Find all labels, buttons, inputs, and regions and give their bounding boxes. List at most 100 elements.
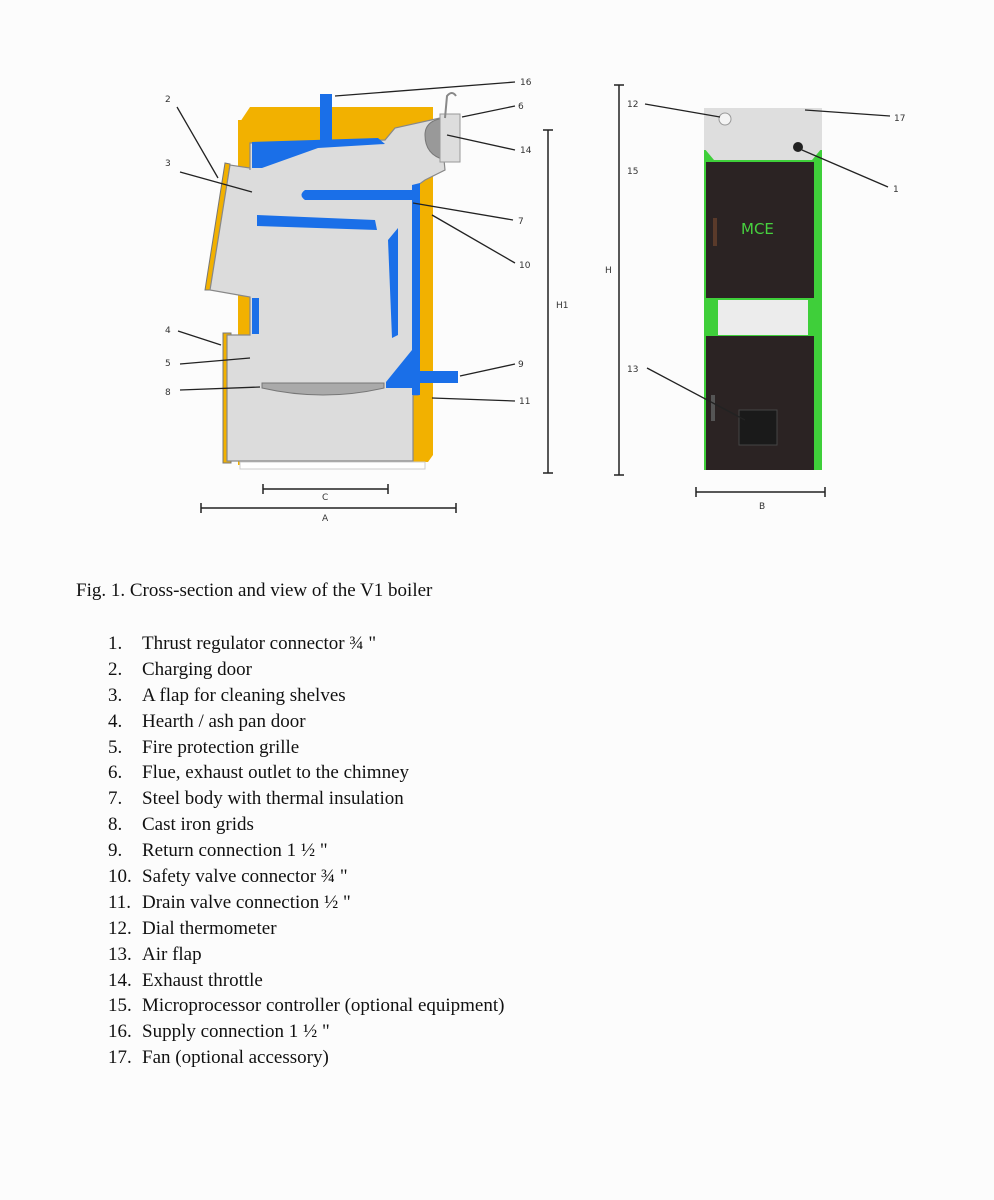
legend-text: Flue, exhaust outlet to the chimney	[142, 762, 410, 784]
middle-panel	[718, 300, 808, 335]
legend-number: 5.	[108, 736, 123, 758]
legend-number: 8.	[108, 814, 123, 836]
legend-number: 14.	[108, 969, 132, 991]
label-3: 3	[165, 159, 171, 169]
label-9: 9	[518, 360, 524, 370]
water-jacket-left	[252, 298, 259, 334]
legend-number: 16.	[108, 1021, 132, 1043]
legend-text: Steel body with thermal insulation	[142, 788, 404, 810]
legend-text: Exhaust throttle	[142, 969, 263, 991]
grate	[261, 382, 385, 396]
label-14: 14	[520, 146, 532, 156]
air-flap	[738, 409, 778, 446]
legend-number: 13.	[108, 943, 132, 965]
label-15: 15	[627, 167, 638, 177]
front-leader-lines	[644, 103, 891, 421]
legend-text: Hearth / ash pan door	[142, 710, 306, 732]
inner-fin	[388, 228, 398, 338]
legend-text: Supply connection 1 ½ "	[142, 1021, 330, 1043]
supply-pipe	[320, 94, 332, 142]
legend-text: Air flap	[142, 943, 202, 965]
legend-number: 7.	[108, 788, 123, 810]
boiler-figure: 16 6 14 7 10 9 11 2 3 4 5 8 H1 C A MCE	[165, 78, 905, 524]
legend-text: Return connection 1 ½ "	[142, 840, 328, 862]
legend-text: Drain valve connection ½ "	[142, 891, 351, 913]
legend-item: 3. A flap for cleaning shelves	[108, 683, 504, 709]
front-view-drawing: MCE 12 17 1 15 13 H B	[605, 84, 905, 512]
legend-item: 17.Fan (optional accessory)	[108, 1045, 504, 1071]
legend-item: 2. Charging door	[108, 657, 504, 683]
baffle-lower	[257, 215, 377, 230]
legend-text: Safety valve connector ¾ "	[142, 866, 348, 888]
figure-caption: Fig. 1. Cross-section and view of the V1…	[76, 580, 433, 601]
legend-text: Thrust regulator connector ¾ "	[142, 633, 377, 654]
legend-item: 13. Air flap	[108, 942, 504, 968]
legend-item: 11. Drain valve connection ½ "	[108, 890, 504, 916]
legend-number: 3.	[108, 684, 123, 706]
water-jacket-top	[252, 138, 385, 168]
baffle-upper	[301, 190, 420, 200]
legend-number: 12.	[108, 917, 132, 939]
legend-text: Cast iron grids	[142, 814, 254, 836]
hook-icon	[444, 92, 457, 119]
legend-number: 1.	[108, 633, 123, 654]
legend-text: Microprocessor controller (optional equi…	[142, 995, 505, 1017]
water-jacket-bottom	[386, 350, 412, 388]
label-7: 7	[518, 217, 524, 227]
front-dimension-lines	[614, 84, 826, 497]
leader-lines	[176, 81, 516, 402]
label-13: 13	[627, 365, 638, 375]
door-handle	[713, 218, 717, 246]
legend-item: 15. Microprocessor controller (optional e…	[108, 993, 504, 1019]
steel-body	[209, 117, 446, 462]
label-4: 4	[165, 326, 171, 336]
legend-number: 11.	[108, 891, 132, 913]
label-1: 1	[893, 185, 899, 195]
parts-legend: 1. Thrust regulator connector ¾ " 2. Chargi…	[108, 631, 504, 1071]
legend-number: 6.	[108, 762, 123, 784]
legend-number: 10.	[108, 866, 132, 888]
label-17: 17	[894, 114, 905, 124]
legend-item: 8. Cast iron grids	[108, 812, 504, 838]
upper-door	[706, 162, 814, 298]
legend-number: 9.	[108, 840, 123, 862]
legend-item: 5.Fire protection grille	[108, 735, 504, 761]
dim-H1: H1	[556, 301, 569, 311]
dim-H: H	[605, 266, 612, 276]
legend-item: 7. Steel body with thermal insulation	[108, 786, 504, 812]
legend-item: 1. Thrust regulator connector ¾ "	[108, 631, 504, 657]
legend-number: 17.	[108, 1047, 132, 1069]
cross-section-drawing: 16 6 14 7 10 9 11 2 3 4 5 8 H1 C A	[165, 78, 569, 524]
legend-item: 4. Hearth / ash pan door	[108, 709, 504, 735]
legend-item: 14. Exhaust throttle	[108, 968, 504, 994]
flue-outlet	[439, 113, 461, 163]
legend-item: 12. Dial thermometer	[108, 916, 504, 942]
label-6: 6	[518, 102, 524, 112]
legend-text: Dial thermometer	[142, 917, 277, 939]
mce-logo: MCE	[741, 220, 774, 238]
label-16: 16	[520, 78, 532, 88]
dim-B: B	[759, 502, 765, 512]
label-10: 10	[519, 261, 531, 271]
legend-number: 15.	[108, 995, 132, 1017]
label-5: 5	[165, 359, 171, 369]
label-8: 8	[165, 388, 171, 398]
legend-item: 9. Return connection 1 ½ "	[108, 838, 504, 864]
label-12: 12	[627, 100, 638, 110]
base	[239, 461, 426, 470]
thermometer	[718, 112, 732, 126]
legend-text: Charging door	[142, 658, 252, 680]
label-11: 11	[519, 397, 530, 407]
dimension-lines	[200, 129, 553, 513]
regulator-connector	[793, 142, 803, 152]
legend-number: 4.	[108, 710, 123, 732]
dim-C: C	[322, 493, 328, 503]
legend-number: 2.	[108, 658, 123, 680]
lower-door	[706, 336, 814, 470]
legend-item: 10. Safety valve connector ¾ "	[108, 864, 504, 890]
label-2: 2	[165, 95, 171, 105]
legend-text: A flap for cleaning shelves	[142, 684, 346, 706]
legend-item: 16. Supply connection 1 ½ "	[108, 1019, 504, 1045]
dim-A: A	[322, 514, 329, 524]
return-pipe	[420, 371, 458, 383]
